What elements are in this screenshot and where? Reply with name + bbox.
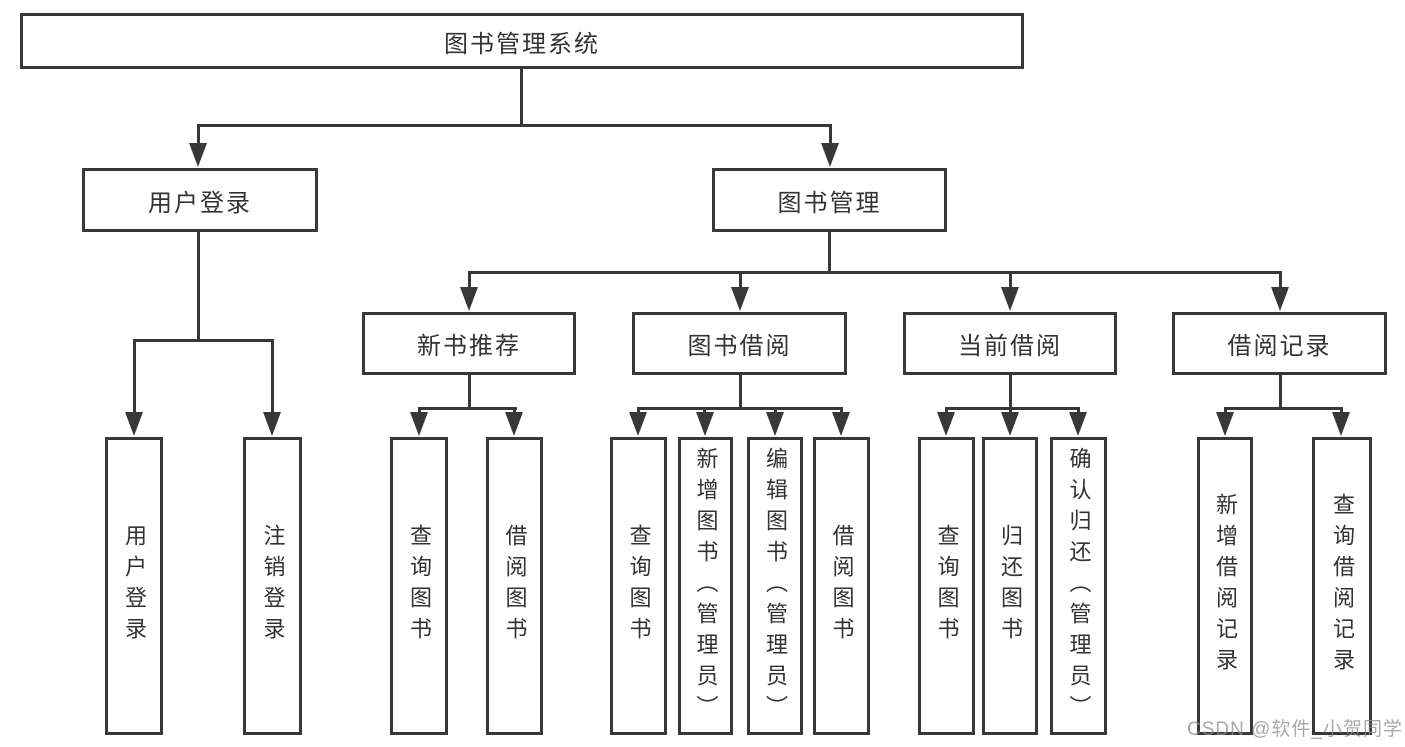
node-root: 图书管理系统: [20, 13, 1024, 69]
node-leaf-query-books-3: 查询图书: [918, 437, 975, 735]
arrowhead-down-icon: [263, 412, 281, 436]
node-leaf-add-borrow-record: 新增借阅记录: [1197, 437, 1253, 735]
connector-line: [468, 271, 471, 299]
arrowhead-down-icon: [731, 287, 749, 311]
arrowhead-down-icon: [1332, 412, 1350, 436]
arrowhead-down-icon: [832, 412, 850, 436]
node-leaf-borrow-books-2: 借阅图书: [813, 437, 870, 735]
arrowhead-down-icon: [189, 143, 207, 167]
csdn-watermark: CSDN @软件_小贺同学: [1187, 719, 1403, 740]
node-borrowing-records: 借阅记录: [1172, 312, 1387, 375]
connector-line: [468, 271, 1282, 274]
connector-line: [197, 124, 832, 127]
connector-line: [418, 407, 517, 410]
node-user-login: 用户登录: [82, 168, 318, 232]
arrowhead-down-icon: [696, 412, 714, 436]
connector-line: [271, 339, 274, 424]
arrowhead-down-icon: [1001, 412, 1019, 436]
connector-line: [197, 232, 200, 342]
node-leaf-query-books-2: 查询图书: [610, 437, 667, 735]
node-leaf-confirm-return: 确认归还（管理员）: [1050, 437, 1107, 735]
connector-line: [468, 375, 471, 410]
connector-line: [945, 407, 1080, 410]
arrowhead-down-icon: [125, 412, 143, 436]
arrowhead-down-icon: [821, 143, 839, 167]
node-leaf-user-login: 用户登录: [105, 437, 163, 735]
node-book-management: 图书管理: [712, 168, 947, 232]
connector-line: [197, 124, 200, 154]
arrowhead-down-icon: [629, 412, 647, 436]
connector-line: [133, 339, 274, 342]
node-current-borrowing: 当前借阅: [903, 312, 1117, 375]
arrowhead-down-icon: [460, 287, 478, 311]
node-leaf-borrow-books-1: 借阅图书: [486, 437, 543, 735]
connector-line: [1009, 271, 1012, 299]
node-leaf-logout: 注销登录: [243, 437, 302, 735]
node-leaf-query-books-1: 查询图书: [390, 437, 448, 735]
connector-line: [739, 271, 742, 299]
connector-line: [1279, 375, 1282, 410]
arrowhead-down-icon: [1271, 287, 1289, 311]
arrowhead-down-icon: [505, 412, 523, 436]
node-leaf-edit-book-admin: 编辑图书（管理员）: [747, 437, 803, 735]
arrowhead-down-icon: [1069, 412, 1087, 436]
node-leaf-add-book-admin: 新增图书（管理员）: [678, 437, 733, 735]
connector-line: [829, 124, 832, 154]
connector-line: [637, 407, 843, 410]
connector-line: [739, 375, 742, 410]
node-new-book-recommend: 新书推荐: [362, 312, 576, 375]
arrowhead-down-icon: [410, 412, 428, 436]
node-leaf-query-borrow-record: 查询借阅记录: [1312, 437, 1372, 735]
arrowhead-down-icon: [766, 412, 784, 436]
arrowhead-down-icon: [1001, 287, 1019, 311]
connector-line: [1224, 407, 1343, 410]
arrowhead-down-icon: [1216, 412, 1234, 436]
connector-line: [1279, 271, 1282, 299]
connector-line: [1009, 375, 1012, 410]
node-book-borrowing: 图书借阅: [632, 312, 847, 375]
connector-line: [828, 232, 831, 274]
node-leaf-return-book: 归还图书: [982, 437, 1038, 735]
connector-line: [133, 339, 136, 424]
connector-line: [520, 69, 523, 127]
arrowhead-down-icon: [937, 412, 955, 436]
